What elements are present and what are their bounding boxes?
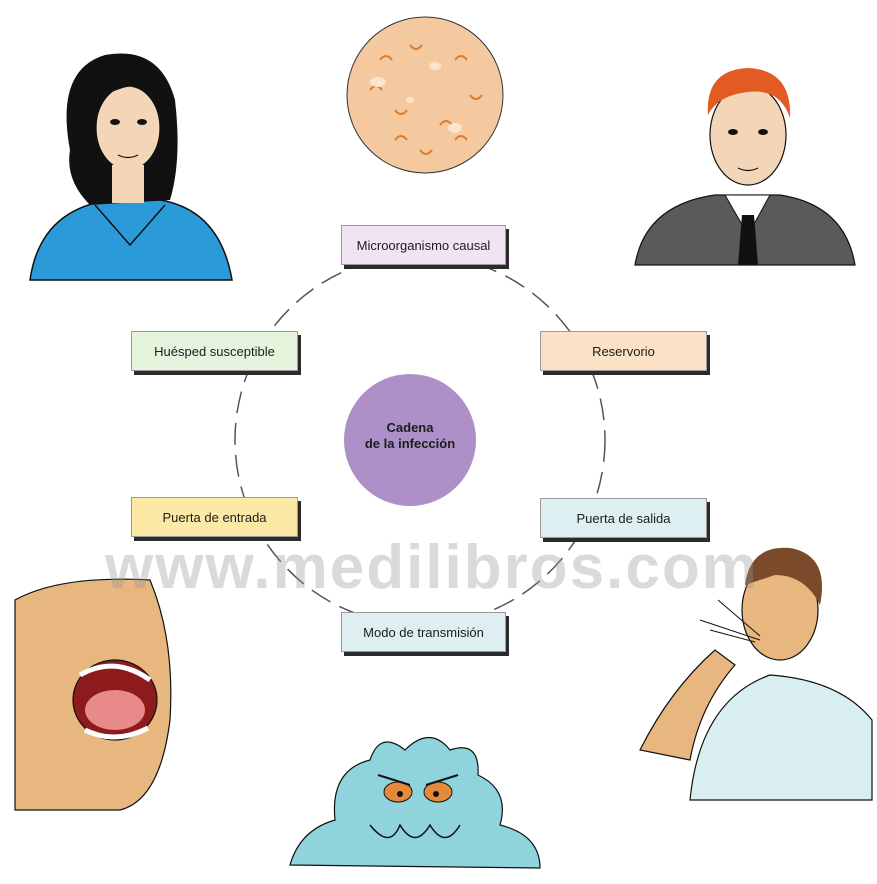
watermark-text: www.medilibros.com — [105, 532, 805, 603]
center-title: Cadena de la infección — [345, 420, 475, 452]
node-microorganismo-causal: Microorganismo causal — [341, 225, 506, 265]
woman-portrait-icon — [30, 53, 232, 280]
blob-germ-icon — [290, 738, 540, 869]
node-modo-de-transmision: Modo de transmisión — [341, 612, 506, 652]
node-puerta-de-entrada: Puerta de entrada — [131, 497, 298, 537]
man-in-suit-icon — [635, 68, 855, 265]
open-mouth-icon — [15, 579, 171, 810]
node-huesped-susceptible: Huésped susceptible — [131, 331, 298, 371]
node-reservorio: Reservorio — [540, 331, 707, 371]
center-title-line2: de la infección — [345, 436, 475, 452]
bacteria-culture-icon — [347, 17, 503, 173]
center-title-line1: Cadena — [345, 420, 475, 436]
